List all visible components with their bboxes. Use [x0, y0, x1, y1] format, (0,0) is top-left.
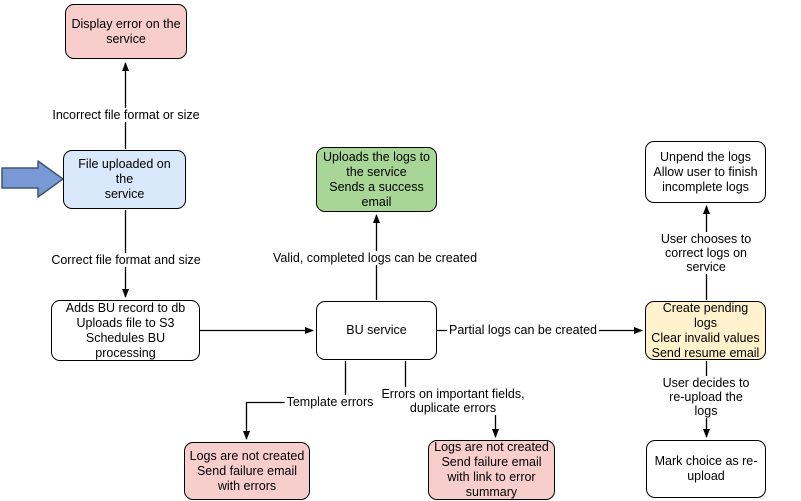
edge-label-valid-completed: Valid, completed logs can be created: [270, 251, 480, 265]
node-upload-success: Uploads the logs to the service Sends a …: [316, 147, 437, 212]
edge-label-user-corrects: User chooses to correct logs on service: [658, 232, 754, 274]
edge-label-template-errors: Template errors: [284, 395, 376, 409]
node-bu-service: BU service: [316, 301, 437, 360]
node-fail-fields: Logs are not created Send failure email …: [428, 440, 555, 500]
edge-label-user-reuploads: User decides to re-upload the logs: [658, 376, 754, 418]
node-create-pending: Create pending logs Clear invalid values…: [645, 301, 766, 360]
edge-label-incorrect-format: Incorrect file format or size: [50, 108, 202, 122]
node-fail-template: Logs are not created Send failure email …: [184, 442, 310, 500]
edge-label-correct-format: Correct file format and size: [49, 253, 203, 267]
node-file-uploaded: File uploaded on the service: [63, 150, 186, 209]
node-unpend-logs: Unpend the logs Allow user to finish inc…: [645, 141, 766, 203]
start-arrow-icon: [1, 160, 64, 198]
node-display-error: Display error on the service: [65, 4, 187, 59]
edge-label-partial-logs: Partial logs can be created: [446, 323, 600, 337]
node-adds-bu-record: Adds BU record to db Uploads file to S3 …: [51, 300, 200, 361]
edge-label-field-errors: Errors on important fields, duplicate er…: [379, 387, 527, 415]
node-mark-reupload: Mark choice as re- upload: [646, 440, 766, 498]
